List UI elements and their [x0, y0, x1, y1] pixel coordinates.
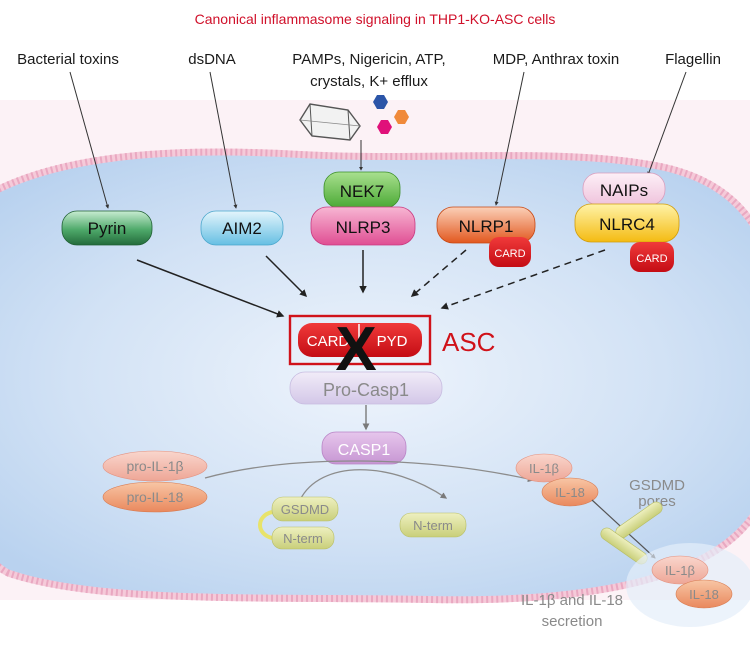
nlrc4-card-label: CARD — [636, 253, 667, 265]
mature-cytokines: IL-1β IL-18 — [515, 453, 599, 507]
crystal-icon — [299, 103, 361, 141]
nlrc4-label: NLRC4 — [599, 215, 655, 234]
asc-outline-box — [288, 314, 432, 366]
nlrp1-card-label: CARD — [494, 248, 525, 260]
nlrp3-inflammasome: NEK7 NLRP3 — [310, 171, 416, 246]
gsdmd-group: GSDMD N-term N-term — [258, 496, 467, 550]
gsdmd-nterm-bound-label: N-term — [283, 531, 323, 546]
gsdmd-box — [271, 496, 339, 522]
gsdmd-nterm-free-box — [399, 512, 467, 538]
arrow-pro-cytokines-to-mature — [204, 460, 535, 483]
arrow-gsdmd-cleavage — [299, 469, 448, 501]
pores-label-line1: GSDMD — [629, 477, 685, 494]
particle-hexagon-magenta-icon — [377, 120, 392, 134]
stimulus-pamps-line2: crystals, K+ efflux — [310, 73, 428, 90]
asc-card-label: CARD — [307, 333, 350, 350]
nlrc4-inflammasome: NAIPs NLRC4 CARD — [574, 172, 680, 272]
casp1-box — [321, 431, 407, 465]
aim2-label: AIM2 — [222, 219, 262, 238]
pro-il18-ellipse — [102, 481, 208, 513]
aim2-sensor: AIM2 — [200, 210, 284, 246]
stimulus-arrows — [69, 71, 687, 209]
nlrc4-card-domain — [630, 242, 674, 272]
nek7-label: NEK7 — [340, 182, 384, 201]
pro-casp1-box — [289, 371, 443, 405]
il1b-out-ellipse — [651, 555, 709, 585]
il1b-ellipse — [515, 453, 573, 483]
secretion-caption-line1: IL-1β and IL-18 — [521, 592, 623, 609]
particle-hexagon-blue-icon — [373, 95, 388, 109]
arrow-pyrin-asc — [136, 259, 285, 318]
il18-ellipse — [541, 477, 599, 507]
arrow-nlrc4-asc-dashed — [440, 249, 606, 310]
pro-cytokines: pro-IL-1β pro-IL-18 — [102, 450, 208, 513]
gsdmd-nterm-bound-box — [271, 526, 335, 550]
pyrin-label: Pyrin — [88, 219, 127, 238]
pro-il1b-ellipse — [102, 450, 208, 482]
asc-pyd-label: PYD — [377, 333, 408, 350]
caspase-1-pathway: Pro-Casp1 CASP1 — [289, 371, 443, 465]
pro-casp1-label: Pro-Casp1 — [323, 380, 409, 400]
gsdmd-label: GSDMD — [281, 502, 329, 517]
il18-out-ellipse — [675, 579, 733, 609]
nlrp1-sensor: NLRP1 CARD — [436, 206, 536, 267]
casp1-label: CASP1 — [338, 442, 391, 459]
stimulus-flagellin: Flagellin — [665, 51, 721, 68]
arrow-toxins-pyrin — [69, 71, 110, 209]
cleavage-arrows — [204, 460, 535, 501]
il1b-out-label: IL-1β — [665, 563, 695, 578]
pyrin-sensor: Pyrin — [61, 210, 153, 246]
nlrp1-card-domain — [489, 237, 531, 267]
il18-label: IL-18 — [555, 485, 585, 500]
pores-label-line2: pores — [638, 493, 676, 510]
stimuli-labels: Bacterial toxins dsDNA PAMPs, Nigericin,… — [17, 51, 721, 90]
gsdmd-nterm-free-label: N-term — [413, 518, 453, 533]
stimulus-pamps-line1: PAMPs, Nigericin, ATP, — [292, 51, 445, 68]
arrow-dsdna-aim2 — [209, 71, 238, 209]
arrow-mdp-nlrp1 — [494, 71, 525, 206]
asc-domains — [298, 323, 422, 357]
diagram-title: Canonical inflammasome signaling in THP1… — [195, 11, 556, 27]
gsdmd-linker — [258, 510, 273, 540]
nlrp3-box — [310, 206, 416, 246]
secretion-caption-line2: secretion — [542, 613, 603, 630]
stimulus-dsdna: dsDNA — [188, 51, 236, 68]
pro-il1b-label: pro-IL-1β — [126, 458, 183, 474]
il1b-label: IL-1β — [529, 461, 559, 476]
asc-label: ASC — [442, 327, 495, 357]
sensor-to-asc-arrows — [136, 249, 606, 318]
arrow-aim2-asc — [265, 255, 308, 298]
nlrp1-label: NLRP1 — [459, 217, 514, 236]
particle-hexagon-orange-icon — [394, 110, 409, 124]
arrow-flagellin-naips — [647, 71, 687, 176]
secreted-cytokines: IL-1β IL-18 — [651, 555, 733, 609]
stimulus-mdp-anthrax: MDP, Anthrax toxin — [493, 51, 619, 68]
nlrp3-label: NLRP3 — [336, 218, 391, 237]
pro-il18-label: pro-IL-18 — [127, 489, 184, 505]
il18-out-label: IL-18 — [689, 587, 719, 602]
stimulus-bacterial-toxins: Bacterial toxins — [17, 51, 119, 68]
naips-label: NAIPs — [600, 181, 648, 200]
nlrc4-box — [574, 203, 680, 243]
